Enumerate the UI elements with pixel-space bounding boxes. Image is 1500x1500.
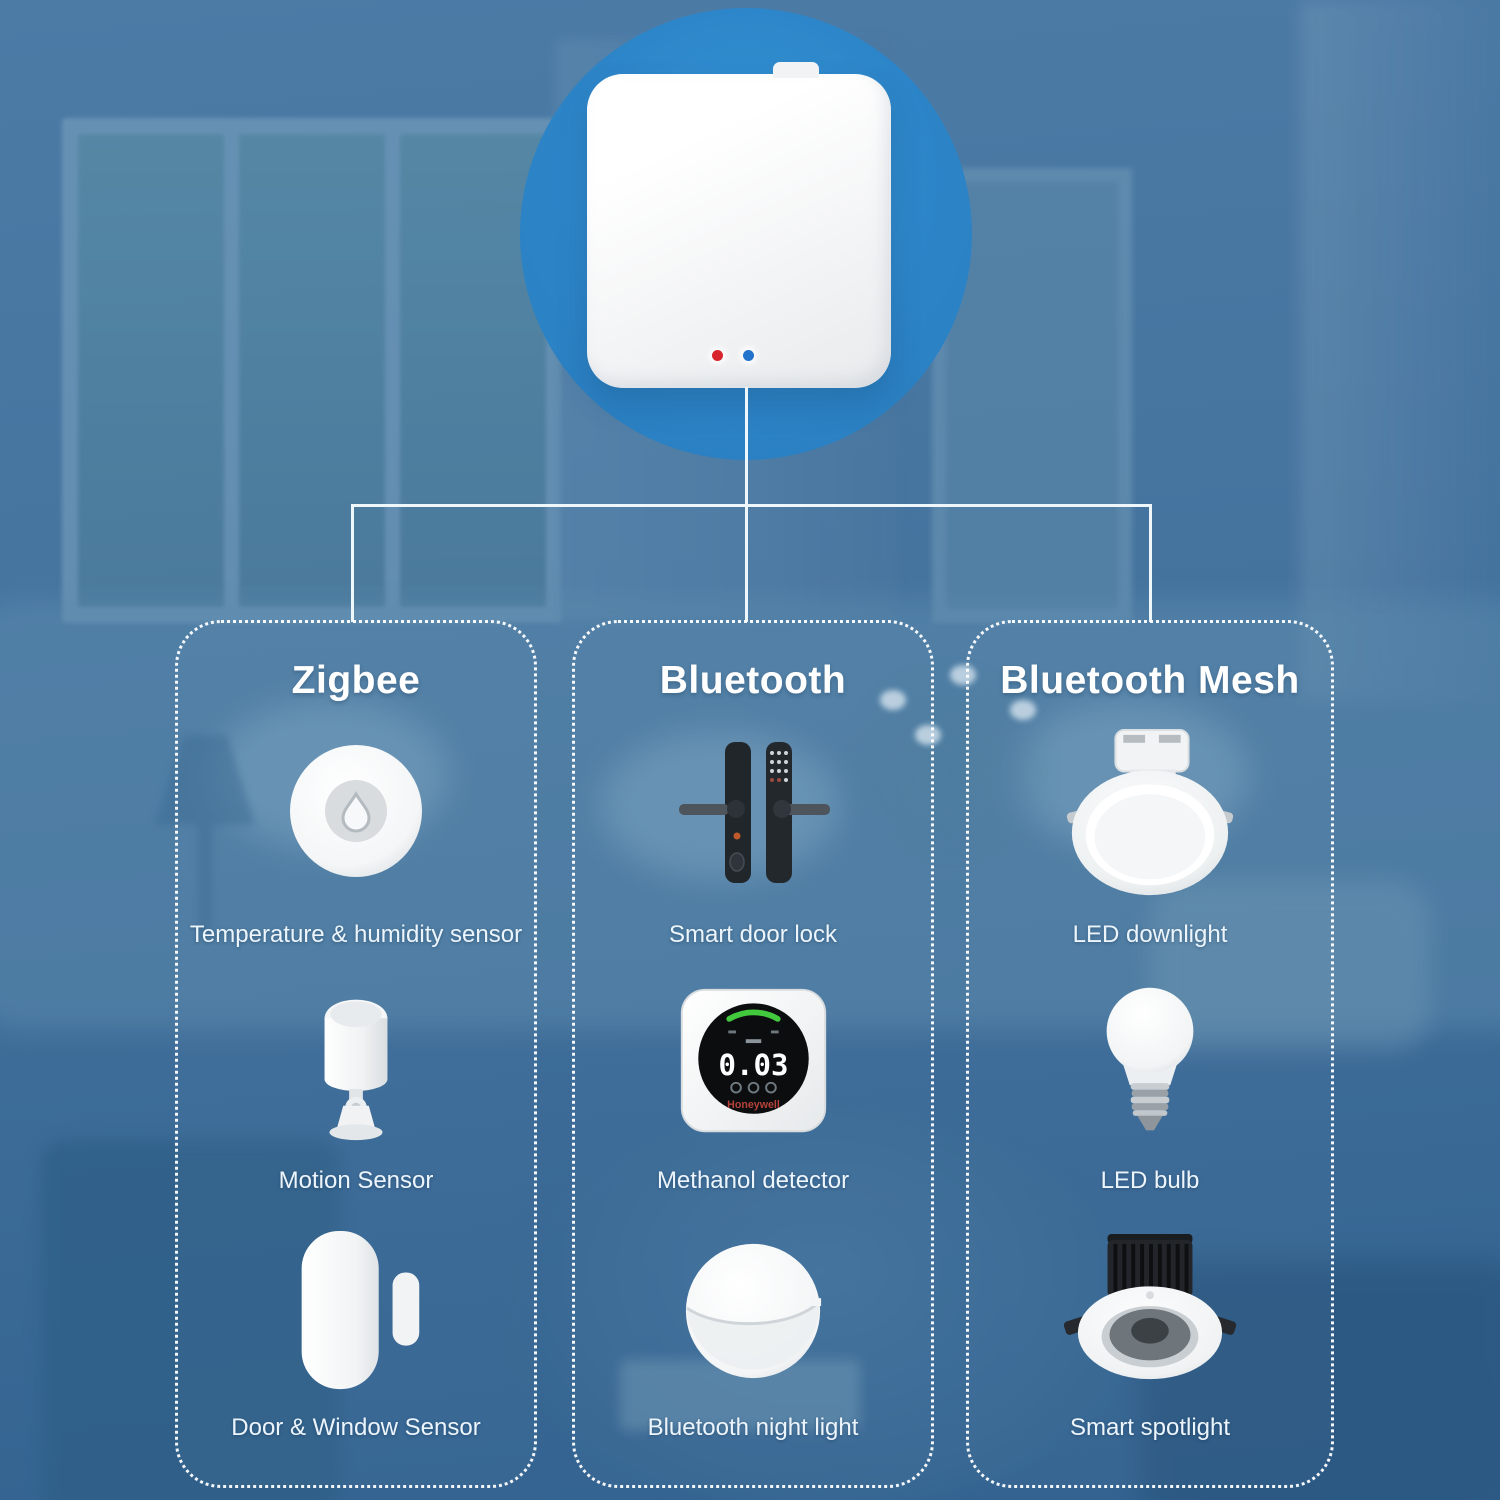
device-label: Smart spotlight — [1069, 1414, 1231, 1441]
connector-drop-zigbee — [351, 504, 354, 622]
device-cell: Motion Sensor — [182, 961, 530, 1201]
detector-reading: 0.03 — [718, 1048, 788, 1082]
device-label: Smart door lock — [668, 921, 838, 948]
device-cell: LED bulb — [973, 961, 1327, 1201]
bluetooth-mesh-group: Bluetooth Mesh LED downlight — [966, 620, 1334, 1488]
gateway-hub-image — [587, 62, 891, 388]
smart-door-lock-image — [579, 711, 927, 915]
detector-brand: Honeywell — [727, 1099, 780, 1111]
bluetooth-night-light-image — [579, 1213, 927, 1408]
connector-horizontal-line — [351, 504, 1152, 507]
connector-hub-line — [745, 387, 748, 507]
bluetooth-title: Bluetooth — [659, 659, 847, 702]
device-label: Bluetooth night light — [647, 1414, 859, 1441]
device-label: LED downlight — [1072, 921, 1228, 948]
window-decor — [62, 118, 562, 623]
smart-spotlight-image — [973, 1213, 1327, 1408]
bluetooth-group: Bluetooth Smart door loc — [572, 620, 934, 1488]
device-cell: Bluetooth night light — [579, 1213, 927, 1448]
methanol-detector-image: 0.03 Honeywell — [579, 961, 927, 1161]
device-label: Methanol detector — [656, 1167, 850, 1194]
bluetooth-mesh-title: Bluetooth Mesh — [1000, 659, 1300, 702]
device-cell: LED downlight — [973, 711, 1327, 955]
blue-led — [743, 350, 754, 361]
temperature-humidity-sensor-image — [182, 711, 530, 915]
device-cell: Smart door lock — [579, 711, 927, 955]
led-bulb-image — [973, 961, 1327, 1161]
gateway-button — [773, 62, 819, 78]
door-window-sensor-image — [182, 1213, 530, 1408]
connector-drop-bluetooth-mesh — [1149, 504, 1152, 622]
zigbee-group: Zigbee Temperature & humidity sensor — [175, 620, 537, 1488]
device-cell: Smart spotlight — [973, 1213, 1327, 1448]
motion-sensor-image — [182, 961, 530, 1161]
led-downlight-image — [973, 711, 1327, 915]
device-label: Door & Window Sensor — [231, 1414, 481, 1441]
device-label: Temperature & humidity sensor — [189, 921, 523, 948]
device-label: LED bulb — [1100, 1167, 1200, 1194]
device-cell: 0.03 Honeywell Methanol detector — [579, 961, 927, 1201]
device-cell: Temperature & humidity sensor — [182, 711, 530, 955]
device-label: Motion Sensor — [278, 1167, 434, 1194]
zigbee-title: Zigbee — [291, 659, 421, 702]
wall-light-decor — [1300, 0, 1500, 700]
red-led — [712, 350, 723, 361]
device-cell: Door & Window Sensor — [182, 1213, 530, 1448]
connector-drop-bluetooth — [745, 504, 748, 622]
